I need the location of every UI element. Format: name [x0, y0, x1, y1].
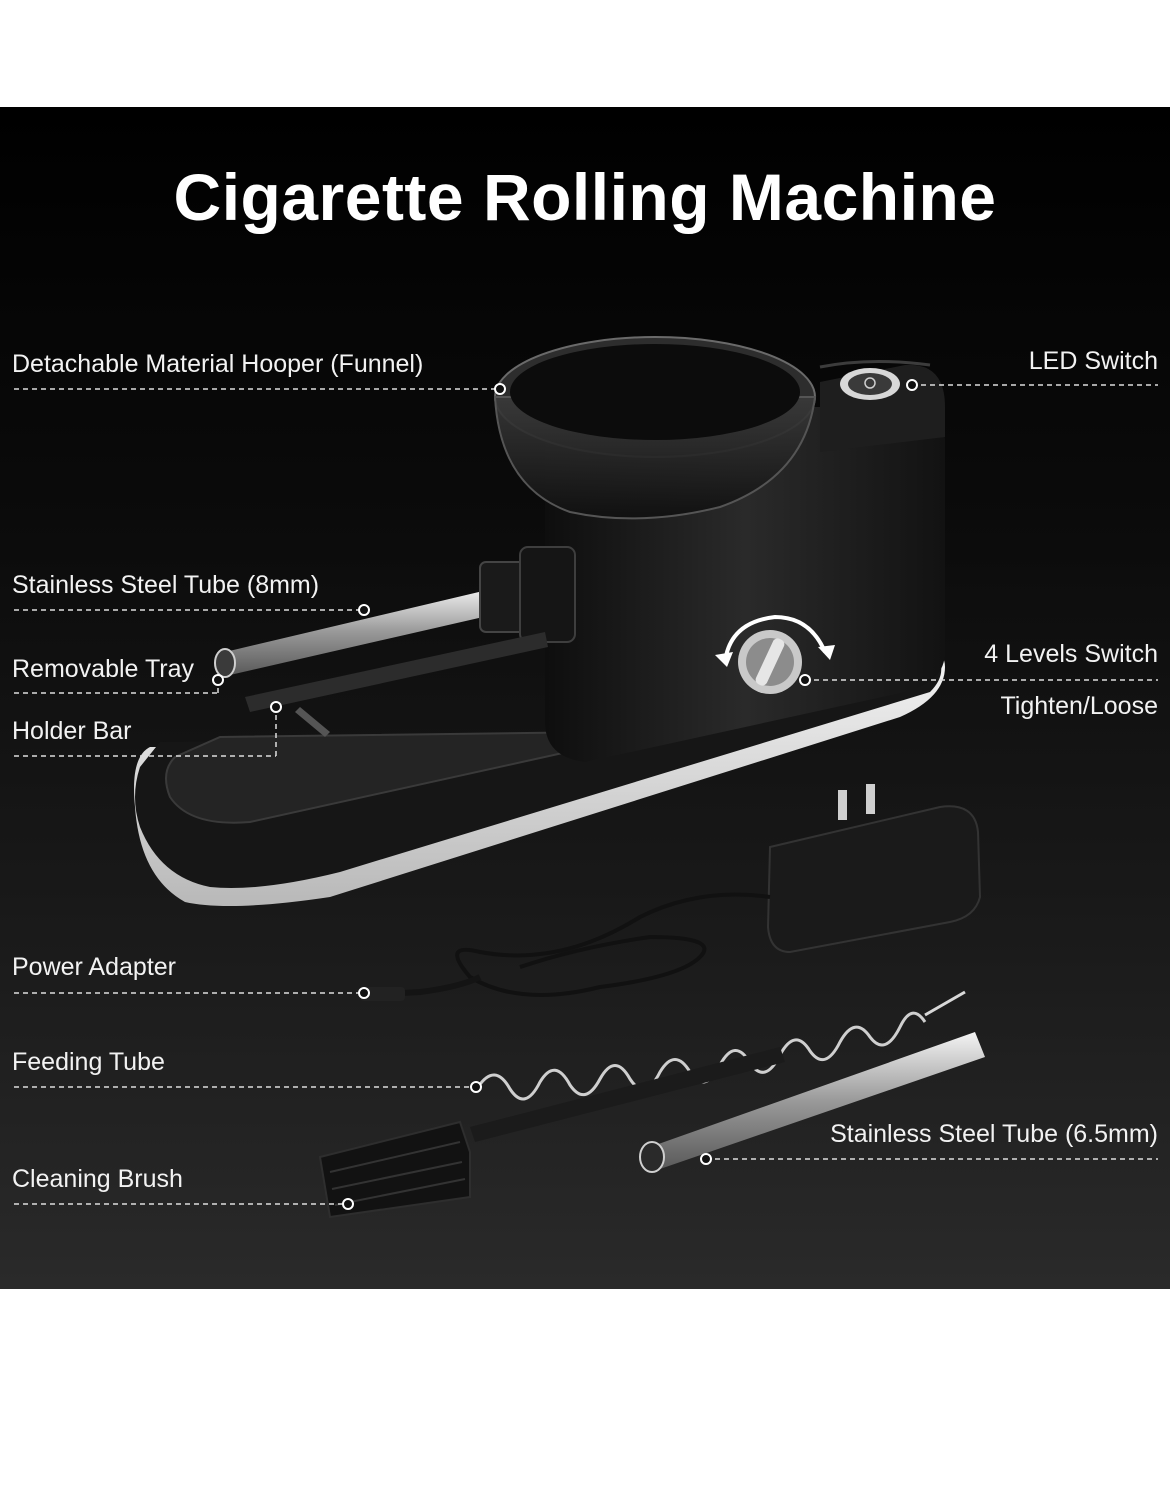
holder-bar: [245, 632, 548, 737]
label-hopper: Detachable Material Hooper (Funnel): [12, 350, 424, 378]
page-title: Cigarette Rolling Machine: [173, 160, 997, 234]
callout-dots: [212, 379, 918, 1210]
levels-knob: [715, 614, 835, 694]
power-adapter: [360, 784, 982, 1001]
label-removable-tray: Removable Tray: [12, 655, 195, 683]
product-illustration: [14, 336, 1158, 1219]
steel-tube-8mm: [214, 546, 576, 678]
label-cleaning-brush: Cleaning Brush: [12, 1165, 183, 1193]
hopper-funnel: [493, 336, 817, 520]
led-switch: [840, 368, 900, 400]
label-feeding-tube: Feeding Tube: [12, 1048, 165, 1076]
label-levels-switch: 4 Levels Switch: [984, 640, 1158, 668]
label-holder-bar: Holder Bar: [12, 717, 132, 745]
cleaning-brush: [318, 1047, 785, 1219]
label-tube-8mm: Stainless Steel Tube (8mm): [12, 571, 320, 599]
label-led-switch: LED Switch: [1028, 347, 1158, 375]
label-power-adapter: Power Adapter: [12, 953, 176, 981]
callout-lines: [14, 384, 1158, 1205]
label-tighten-loose: Tighten/Loose: [1000, 692, 1158, 720]
steel-tube-65mm: [639, 1032, 985, 1173]
product-infographic: Cigarette Rolling Machine: [0, 107, 1170, 1289]
label-tube-65mm: Stainless Steel Tube (6.5mm): [830, 1120, 1158, 1148]
